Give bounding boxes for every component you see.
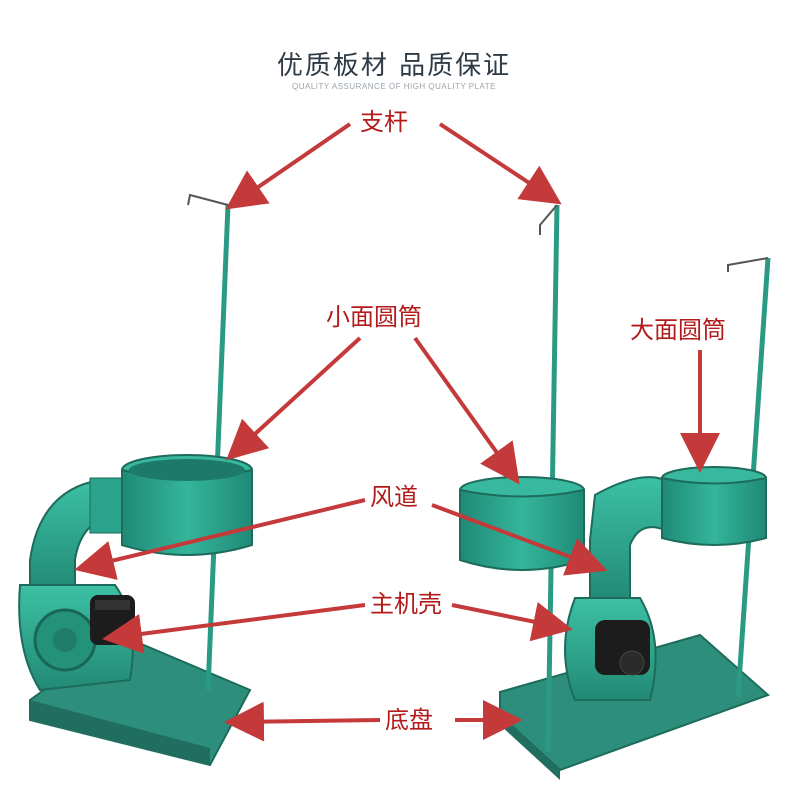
label-main-housing: 主机壳 [370, 590, 442, 618]
label-small-cylinder: 小面圆筒 [326, 303, 422, 331]
right-air-duct [589, 476, 666, 601]
annotation-arrows [74, 122, 720, 742]
header-subtitle: QUALITY ASSURANCE OF HIGH QUALITY PLATE [292, 82, 496, 91]
label-support-rod: 支杆 [360, 108, 408, 136]
label-base-plate: 底盘 [385, 706, 433, 734]
left-machine [18, 193, 253, 767]
label-air-duct: 风道 [370, 483, 418, 511]
right-large-cylinder [661, 476, 767, 546]
left-support-rod [205, 204, 231, 691]
right-machine [459, 204, 771, 780]
label-large-cylinder: 大面圆筒 [630, 316, 726, 344]
header-title: 优质板材 品质保证 [276, 51, 512, 81]
right-small-cylinder [459, 488, 585, 571]
